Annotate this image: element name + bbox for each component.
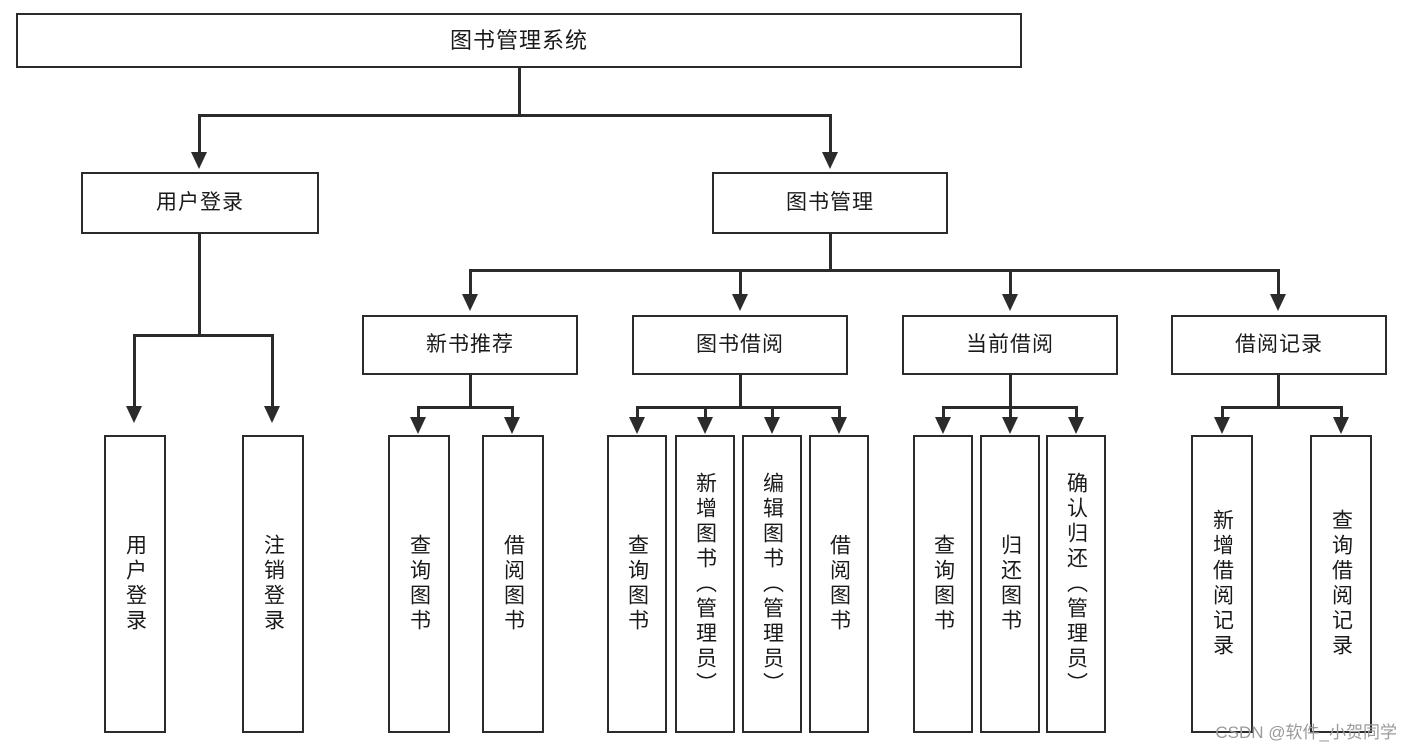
connector-level1-bus (198, 114, 832, 117)
connector-to-leaf-nb-query (417, 406, 420, 420)
connector-to-leaf-cb-query (942, 406, 945, 420)
arrowhead-to-borrow-record (1270, 294, 1286, 311)
connector-to-leaf-user-login (133, 334, 136, 408)
arrowhead-to-leaf-logout (264, 406, 280, 423)
connector-to-borrow-record (1277, 269, 1280, 296)
arrowhead-to-leaf-nb-query (410, 417, 426, 434)
connector-to-leaf-bb-add (704, 406, 707, 420)
leaf-logout[interactable]: 注销登录 (242, 435, 304, 733)
node-label: 借阅图书 (827, 534, 851, 634)
arrowhead-to-leaf-bb-add (697, 417, 713, 434)
leaf-bb-edit-book[interactable]: 编辑图书（管理员） (742, 435, 802, 733)
arrowhead-to-leaf-bb-borrow (831, 417, 847, 434)
node-label: 当前借阅 (966, 332, 1054, 356)
connector-to-book-borrow (739, 269, 742, 296)
arrowhead-to-current-borrow (1002, 294, 1018, 311)
connector-borrow-record-bus (1221, 406, 1343, 409)
leaf-nb-borrow-book[interactable]: 借阅图书 (482, 435, 544, 733)
leaf-cb-return-book[interactable]: 归还图书 (980, 435, 1040, 733)
node-new-book-recommend[interactable]: 新书推荐 (362, 315, 578, 375)
node-label: 借阅图书 (501, 534, 525, 634)
node-label: 查询图书 (407, 534, 431, 634)
node-label: 用户登录 (123, 534, 147, 634)
arrowhead-to-leaf-user-login (126, 406, 142, 423)
connector-to-leaf-logout (271, 334, 274, 408)
connector-level2-bus (469, 269, 1279, 272)
connector-to-leaf-bb-edit (771, 406, 774, 420)
node-label: 归还图书 (998, 534, 1022, 634)
node-label: 新书推荐 (426, 332, 514, 356)
node-current-borrow[interactable]: 当前借阅 (902, 315, 1118, 375)
connector-book-borrow-stem (739, 375, 742, 408)
leaf-cb-confirm-return[interactable]: 确认归还（管理员） (1046, 435, 1106, 733)
node-label: 确认归还（管理员） (1064, 471, 1088, 697)
arrowhead-to-book-mgmt (822, 152, 838, 169)
node-label: 查询图书 (625, 534, 649, 634)
node-label: 查询借阅记录 (1329, 509, 1353, 659)
arrowhead-to-user-login (191, 152, 207, 169)
node-user-login[interactable]: 用户登录 (81, 172, 319, 234)
arrowhead-to-leaf-nb-borrow (504, 417, 520, 434)
connector-new-book-bus (417, 406, 513, 409)
connector-to-current-borrow (1009, 269, 1012, 296)
node-root-system[interactable]: 图书管理系统 (16, 13, 1022, 68)
arrowhead-to-leaf-bb-query (629, 417, 645, 434)
connector-to-leaf-cb-confirm (1075, 406, 1078, 420)
node-label: 借阅记录 (1235, 332, 1323, 356)
connector-user-login-bus (133, 334, 273, 337)
leaf-cb-query-book[interactable]: 查询图书 (913, 435, 973, 733)
node-label: 图书管理系统 (449, 27, 588, 53)
arrowhead-to-leaf-br-add (1214, 417, 1230, 434)
connector-to-leaf-br-query (1340, 406, 1343, 420)
connector-book-borrow-bus (636, 406, 840, 409)
arrowhead-to-new-book (462, 294, 478, 311)
leaf-bb-add-book[interactable]: 新增图书（管理员） (675, 435, 735, 733)
leaf-user-login[interactable]: 用户登录 (104, 435, 166, 733)
connector-borrow-record-stem (1277, 375, 1280, 408)
connector-to-leaf-br-add (1221, 406, 1224, 420)
connector-current-borrow-stem (1009, 375, 1012, 408)
node-book-borrow[interactable]: 图书借阅 (632, 315, 848, 375)
arrowhead-to-book-borrow (732, 294, 748, 311)
leaf-bb-query-book[interactable]: 查询图书 (607, 435, 667, 733)
connector-to-book-mgmt (829, 114, 832, 154)
node-book-management[interactable]: 图书管理 (712, 172, 948, 234)
connector-user-login-stem (198, 234, 201, 335)
connector-to-user-login (198, 114, 201, 154)
connector-to-leaf-cb-return (1009, 406, 1012, 420)
leaf-br-query-record[interactable]: 查询借阅记录 (1310, 435, 1372, 733)
connector-to-leaf-bb-borrow (838, 406, 841, 420)
node-label: 图书管理 (786, 190, 874, 214)
leaf-br-add-record[interactable]: 新增借阅记录 (1191, 435, 1253, 733)
connector-to-leaf-bb-query (636, 406, 639, 420)
node-label: 查询图书 (931, 534, 955, 634)
arrowhead-to-leaf-cb-return (1002, 417, 1018, 434)
connector-book-mgmt-stem (829, 234, 832, 271)
node-label: 图书借阅 (696, 332, 784, 356)
node-label: 新增借阅记录 (1210, 509, 1234, 659)
node-label: 新增图书（管理员） (693, 471, 717, 697)
arrowhead-to-leaf-br-query (1333, 417, 1349, 434)
node-borrow-record[interactable]: 借阅记录 (1171, 315, 1387, 375)
connector-to-leaf-nb-borrow (511, 406, 514, 420)
leaf-bb-borrow-book[interactable]: 借阅图书 (809, 435, 869, 733)
node-label: 用户登录 (156, 190, 244, 214)
arrowhead-to-leaf-cb-query (935, 417, 951, 434)
connector-new-book-stem (469, 375, 472, 408)
node-label: 编辑图书（管理员） (760, 471, 784, 697)
connector-root-stem (518, 68, 521, 115)
leaf-nb-query-book[interactable]: 查询图书 (388, 435, 450, 733)
node-label: 注销登录 (261, 534, 285, 634)
arrowhead-to-leaf-bb-edit (764, 417, 780, 434)
arrowhead-to-leaf-cb-confirm (1068, 417, 1084, 434)
connector-to-new-book (469, 269, 472, 296)
